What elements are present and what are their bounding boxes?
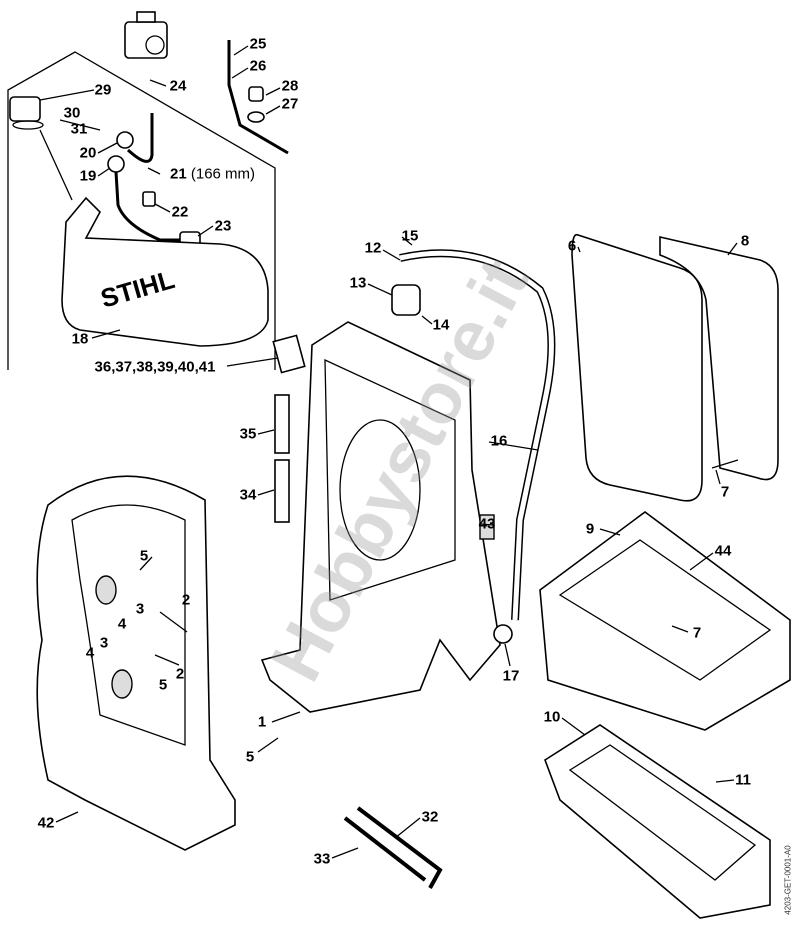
valve-22-part: [142, 191, 156, 207]
group-frame: [7, 51, 276, 370]
drawing-code: 4203-GET-0001-A0: [783, 845, 793, 915]
part-label-5: 5: [139, 547, 149, 565]
part-label-35: 35: [239, 425, 257, 443]
buckle-13-part: [391, 284, 421, 316]
back-pad-6-part: [571, 233, 703, 502]
part-label-6: 6: [567, 237, 577, 255]
part-label-33: 33: [313, 850, 331, 868]
part-label-36-41: 36,37,38,39,40,41: [94, 358, 216, 376]
screwdriver-part: [343, 816, 427, 882]
carburetor-part: [124, 11, 168, 59]
part-label-42: 42: [37, 814, 55, 832]
part-label-5: 5: [158, 676, 168, 694]
hose-21-part: [126, 113, 154, 163]
part-label-7: 7: [720, 483, 730, 501]
part-note: (166 mm): [190, 165, 256, 183]
backplate-part: [260, 321, 501, 713]
sticker-35-part: [274, 394, 290, 454]
part-label-7: 7: [692, 624, 702, 642]
part-label-8: 8: [740, 232, 750, 250]
part-label-2: 2: [181, 591, 191, 609]
part-label-34: 34: [239, 486, 257, 504]
part-label-23: 23: [214, 217, 232, 235]
part-label-25: 25: [249, 35, 267, 53]
part-label-18: 18: [71, 330, 89, 348]
part-number: 21: [170, 165, 187, 183]
part-label-14: 14: [432, 316, 450, 334]
part-label-15: 15: [401, 227, 419, 245]
part-label-21: 21 (166 mm): [170, 167, 255, 182]
part-label-28: 28: [281, 77, 299, 95]
part-label-9: 9: [585, 520, 595, 538]
part-label-3: 3: [135, 600, 145, 618]
decal-part: [272, 334, 306, 374]
buckle-17-part: [493, 624, 513, 644]
part-label-2: 2: [175, 665, 185, 683]
shoulder-strap-part: [399, 250, 554, 621]
label-43-part: [479, 514, 495, 540]
part-label-10: 10: [543, 708, 561, 726]
pickup-tube-part: [227, 40, 289, 155]
tank-cap-part: [9, 96, 73, 201]
part-label-13: 13: [349, 274, 367, 292]
fuel-tank-part: STIHL: [61, 196, 269, 347]
part-label-44: 44: [714, 542, 732, 560]
part-label-22: 22: [171, 203, 189, 221]
spring-part: [111, 669, 133, 699]
part-label-17: 17: [502, 667, 520, 685]
grommet-part: [247, 111, 265, 123]
back-frame-42-part: [36, 475, 236, 851]
part-label-12: 12: [364, 239, 382, 257]
part-label-31: 31: [70, 120, 88, 138]
part-label-1: 1: [257, 713, 267, 731]
grommet-20-part: [116, 131, 134, 149]
part-label-4: 4: [117, 615, 127, 633]
part-label-19: 19: [79, 167, 97, 185]
grommet-19-part: [107, 155, 125, 173]
part-label-16: 16: [490, 432, 508, 450]
part-label-5: 5: [245, 748, 255, 766]
part-label-3: 3: [99, 634, 109, 652]
sticker-34-part: [274, 459, 290, 523]
part-label-4: 4: [85, 644, 95, 662]
part-label-43: 43: [478, 515, 496, 533]
part-label-29: 29: [94, 81, 112, 99]
tray-10-part: [544, 724, 771, 919]
fuel-line-part: [114, 171, 180, 242]
screw-7-part: [711, 459, 739, 469]
back-pad-8-part: [659, 235, 779, 481]
part-label-30: 30: [63, 104, 81, 122]
fitting-part: [248, 86, 264, 102]
box-9-part: [539, 511, 791, 731]
part-label-11: 11: [735, 771, 751, 789]
part-label-20: 20: [79, 144, 97, 162]
leader-lines: [39, 45, 738, 859]
part-label-26: 26: [249, 57, 267, 75]
spring-part: [95, 575, 117, 605]
wrench-part: [356, 806, 443, 889]
part-label-27: 27: [281, 95, 299, 113]
part-label-24: 24: [169, 77, 187, 95]
part-label-32: 32: [421, 808, 439, 826]
